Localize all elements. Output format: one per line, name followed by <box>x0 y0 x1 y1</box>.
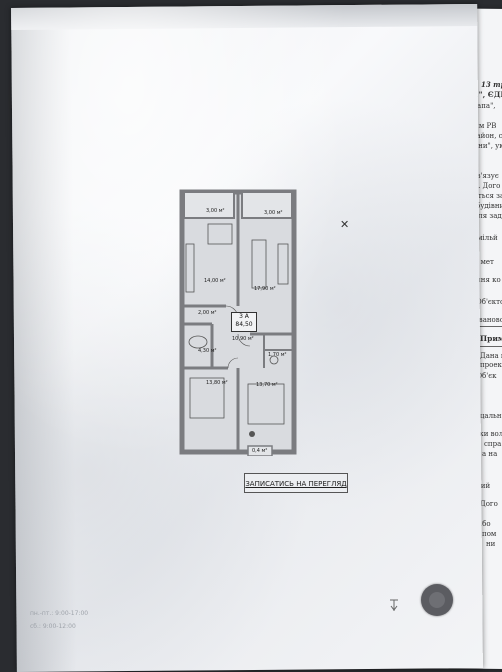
room-area-label: 17,90 м² <box>254 286 276 292</box>
table-line <box>464 346 502 347</box>
sleeve-crease <box>11 27 77 672</box>
room-area-label: 2,00 м² <box>198 310 217 316</box>
back-text-line: Об'єкто <box>476 298 502 306</box>
back-text-line: 13 тр <box>481 80 502 89</box>
close-icon[interactable]: ✕ <box>340 218 350 231</box>
back-text-line: а на <box>482 450 498 458</box>
room-area-label: 0,4 м² <box>252 448 268 454</box>
hours-saturday: сб.: 9:00-12:00 <box>30 623 76 630</box>
floor-plan: 3,00 м² 3,00 м² 14,00 м² 17,90 м² 2,00 м… <box>168 184 306 456</box>
room-area-label: 3,00 м² <box>264 210 283 216</box>
room-area-label: 14,00 м² <box>204 278 226 284</box>
back-text-line: ється заб <box>474 192 502 200</box>
back-text-line: Приміт <box>480 334 502 343</box>
arrow-up-icon[interactable] <box>389 598 399 612</box>
room-area-label: 1,70 м² <box>268 352 287 358</box>
signup-viewing-button[interactable]: ЗАПИСАТИСЬ НА ПЕРЕГЛЯД <box>244 473 348 493</box>
hours-weekdays: пн.-пт.: 9:00-17:00 <box>30 610 89 617</box>
unit-badge: 3 А 84,50 <box>231 312 257 332</box>
back-text-line: ни <box>486 540 496 548</box>
back-text-line: Дана пл <box>480 352 502 360</box>
back-text-line: спра <box>484 440 502 448</box>
room-area-label: 4,30 м² <box>198 348 217 354</box>
room-area-label: 13,70 м² <box>256 382 278 388</box>
working-hours: пн.-пт.: 9:00-17:00 сб.: 9:00-12:00 <box>30 610 110 636</box>
plastic-sleeve-edge <box>11 3 478 31</box>
back-text-line: будівни <box>476 202 502 210</box>
unit-area: 84,50 <box>235 321 253 328</box>
back-text-line: офіцальн <box>468 412 502 420</box>
room-area-label: 13,80 м² <box>206 380 228 386</box>
unit-name: 3 А <box>239 313 249 320</box>
back-text-line: для задо <box>474 212 502 220</box>
room-area-label: 10,90 м² <box>232 336 254 342</box>
back-text-line: або <box>478 520 491 528</box>
back-text-line: вання ко <box>468 276 501 284</box>
back-text-line: им. Дого <box>468 182 501 190</box>
table-line <box>464 326 502 327</box>
back-text-line: Дого <box>480 500 498 508</box>
back-text-line: з пом <box>476 530 497 538</box>
back-text-line: проек <box>480 361 502 369</box>
back-text-line: ники вол <box>470 430 502 438</box>
back-text-line: район, с <box>472 132 502 140</box>
room-area-label: 3,00 м² <box>206 208 225 214</box>
chat-icon[interactable] <box>421 584 453 616</box>
back-text-line: вони", укл <box>470 142 502 150</box>
back-text-line: Іваново <box>476 316 502 324</box>
